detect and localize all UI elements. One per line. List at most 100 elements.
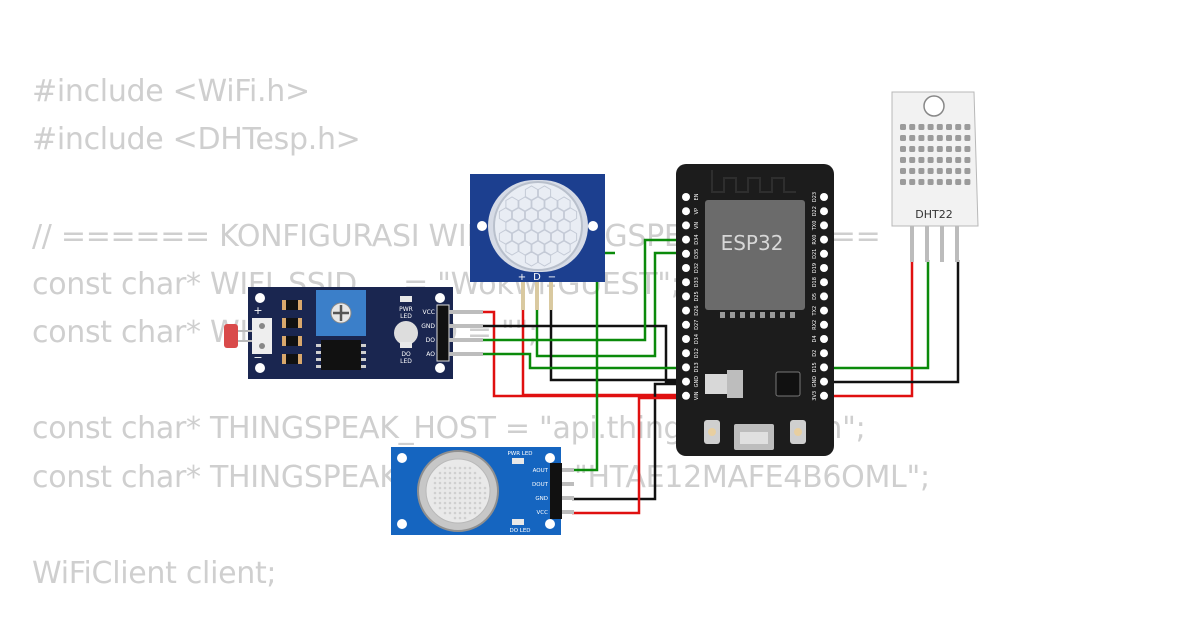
esp32-pin-pad[interactable] [820,235,828,244]
dht22-vent [900,168,906,174]
esp32-pin-label: RX2 [812,320,818,330]
esp32-pin-pad[interactable] [682,264,690,272]
esp32-pin-pad[interactable] [820,221,828,230]
dht22-vent [909,179,916,185]
dht22-vent [936,157,943,163]
gas-mesh-dot [463,511,467,515]
esp32-pin-pad[interactable] [682,193,690,201]
esp32-pin-pad[interactable] [682,221,690,230]
esp32-pin-pad[interactable] [820,278,828,287]
esp32-pin-pad[interactable] [682,363,690,372]
esp32-pin-pad[interactable] [820,320,828,329]
pir-lens-cell [563,207,578,223]
ldr-plus-mark: + [253,304,262,317]
pir-pin-minus: − [548,272,556,283]
wire-gas-gnd [572,382,680,501]
gas-mesh-dot [438,501,442,505]
gas-mesh-dot [453,491,457,495]
esp32-module [705,200,805,310]
dht22-vent [964,124,971,130]
esp32-pin-label: EN [694,193,700,200]
usb-chip [775,371,801,397]
gas-mesh-dot [438,491,442,495]
gas-mesh-dot [473,471,477,475]
wires [482,238,960,515]
wire-gas-vcc [572,396,680,515]
esp32-pin-pad[interactable] [682,306,690,315]
esp32-pin-label: D26 [694,305,700,315]
gas-mesh-dot [473,511,477,515]
esp32-pin-pad[interactable] [682,249,690,258]
gas-mesh-dot [443,496,447,500]
pir-sensor[interactable]: + D − [470,174,605,310]
ldr-pwr-led-label-2: LED [400,313,412,320]
ldr-led [394,321,418,345]
esp32-pin-pad[interactable] [682,235,690,244]
code-line: WiFiClient client; [32,555,277,591]
gas-mesh-dot [478,481,482,485]
pir-lens-cell [505,218,519,234]
esp32-pin-pad[interactable] [820,391,828,400]
esp32-pin-pad[interactable] [682,349,690,358]
esp32-pin-pad[interactable] [682,207,690,216]
dht22-vent [936,135,943,141]
esp32-pin-pad[interactable] [820,264,828,272]
gas-mesh-dot [443,471,447,475]
dht22-vent [927,135,934,141]
gas-sensor-module[interactable]: PWR LED DO LED AOUT DOUT GND VCC [391,447,574,535]
esp32-pin-pad[interactable] [682,391,690,400]
gas-mesh-dot [448,506,452,510]
dht22-vent [900,135,906,141]
gas-mesh-dot [478,491,482,495]
esp32-pin-pad[interactable] [820,207,828,216]
esp32-pin-label: D33 [694,277,700,287]
gas-mesh-dot [448,491,452,495]
esp32-pin-label: RX0 [812,235,818,245]
dht22-vent [955,124,962,130]
dht22-vent [927,157,934,163]
esp32-pin-label: VIN [694,391,700,400]
pir-lens-cell [537,251,552,267]
esp32-board[interactable]: ESP32 ENVPVND34D35D32D33D25D26D27D14D12D… [676,164,834,456]
ldr-pin-gnd: GND [421,323,435,330]
esp32-pin-label: D32 [694,263,700,273]
esp32-pin-pad[interactable] [820,306,828,315]
ldr-do-led-label-1: DO [401,351,411,358]
esp32-pin-pad[interactable] [820,349,828,358]
wire-dht-gnd [826,260,960,384]
esp32-pin-label: D22 [812,206,818,216]
esp32-pin-pad[interactable] [820,335,828,343]
dht22-vent [927,146,934,152]
esp32-pin-pad[interactable] [682,278,690,287]
dht22-vent [955,168,962,174]
gas-mesh-dot [463,466,467,470]
code-line: #include <WiFi.h> [32,74,310,109]
dht22-sensor[interactable]: DHT22 [891,91,979,262]
gas-mesh-dot [438,476,442,480]
gas-mesh-dot [478,476,482,480]
pir-lens-cell [537,185,552,201]
wire-dht-data [826,260,930,370]
esp32-pin-label: D25 [694,291,700,301]
esp32-pin-pad[interactable] [682,292,690,301]
gas-mesh-dot [463,501,467,505]
esp32-pin-pad[interactable] [682,320,690,329]
gas-mesh-dot [443,486,447,490]
gas-mesh-dot [483,491,487,495]
esp32-pin-pad[interactable] [820,292,828,301]
esp32-pin-pad[interactable] [682,377,690,386]
dht22-vent [964,157,971,163]
gas-mesh-dot [433,481,437,485]
esp32-pin-pad[interactable] [820,249,828,258]
esp32-pin-pad[interactable] [820,363,828,372]
esp32-pin-pad[interactable] [820,377,828,386]
gas-mesh-dot [463,506,467,510]
pir-lens-cell [544,196,558,212]
esp32-pin-pad[interactable] [820,193,828,201]
gas-pin-gnd: GND [535,496,548,502]
esp32-pin-label: D27 [694,320,700,330]
esp32-pin-label: D2 [812,350,818,357]
dht22-vent [955,146,962,152]
esp32-pin-pad[interactable] [682,335,690,343]
ldr-module[interactable]: + − PWR LED DO LED V [224,287,483,379]
